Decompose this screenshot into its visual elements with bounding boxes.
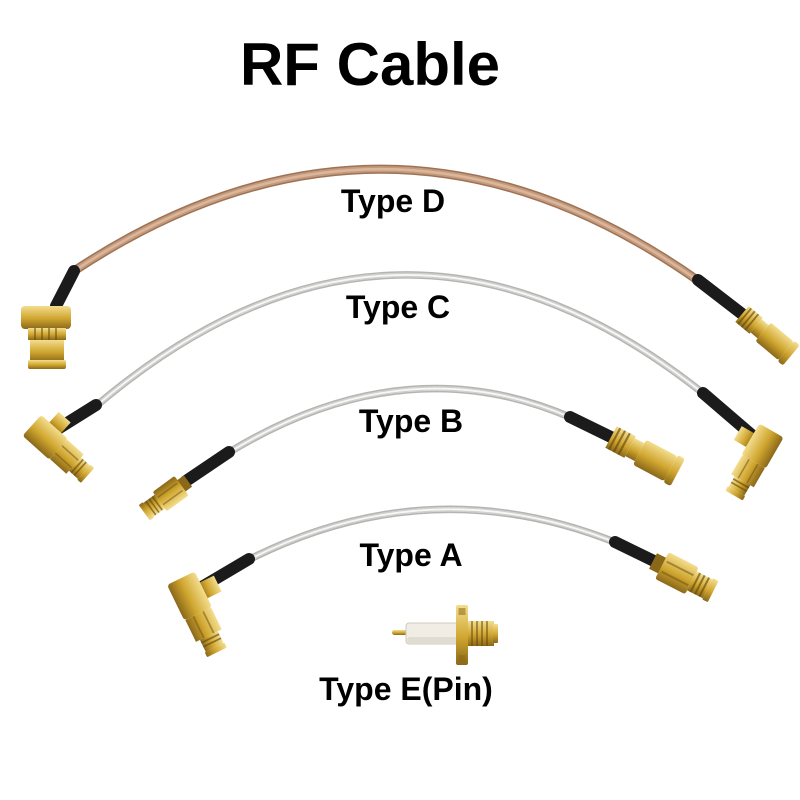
type-d-left-heatshrink <box>50 265 80 312</box>
label-type-c: Type C <box>345 289 451 325</box>
type-d-left-connector <box>20 305 72 370</box>
cable-type-c <box>21 271 785 504</box>
type-e-flange <box>456 605 468 665</box>
label-type-b: Type B <box>358 403 464 439</box>
type-b-left-connector <box>136 470 196 524</box>
type-a-right-heatshrink <box>609 536 662 568</box>
type-b-right-heatshrink <box>564 411 619 444</box>
type-c-left-connector <box>21 403 108 487</box>
type-e-flange-hole-bottom <box>458 655 466 662</box>
type-e-pin <box>392 630 408 635</box>
type-b-left-heatshrink <box>180 446 235 487</box>
cable-type-a <box>166 505 721 660</box>
type-e-pin-connector <box>392 605 498 665</box>
label-type-a: Type A <box>359 537 463 573</box>
type-a-right-connector <box>645 546 721 607</box>
type-c-right-connector <box>708 415 785 504</box>
type-d-right-heatshrink <box>692 274 752 323</box>
type-e-flange-hole-top <box>458 608 466 615</box>
label-type-d: Type D <box>340 183 446 219</box>
label-type-e: Type E(Pin) <box>319 671 493 707</box>
type-b-right-connector <box>602 422 687 488</box>
cable-type-d <box>20 164 800 370</box>
type-e-face <box>493 624 498 643</box>
cable-type-b <box>136 384 687 524</box>
page-title: RF Cable <box>239 31 501 98</box>
type-d-right-connector <box>732 302 800 367</box>
